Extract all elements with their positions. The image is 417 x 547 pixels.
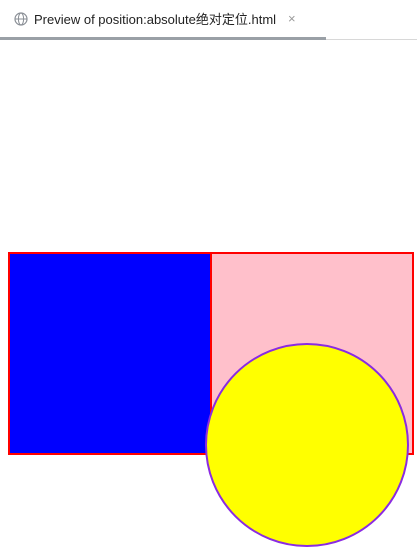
page-viewport [0,41,417,547]
close-icon[interactable]: × [288,11,296,26]
tab-title: Preview of position:absolute绝对定位.html [34,12,277,27]
tab-bar: Preview of position:absolute绝对定位.html × [0,0,417,40]
globe-icon [14,11,28,26]
blue-box [10,254,212,453]
absolute-yellow-circle [205,343,409,547]
preview-tab[interactable]: Preview of position:absolute绝对定位.html × [0,0,326,40]
